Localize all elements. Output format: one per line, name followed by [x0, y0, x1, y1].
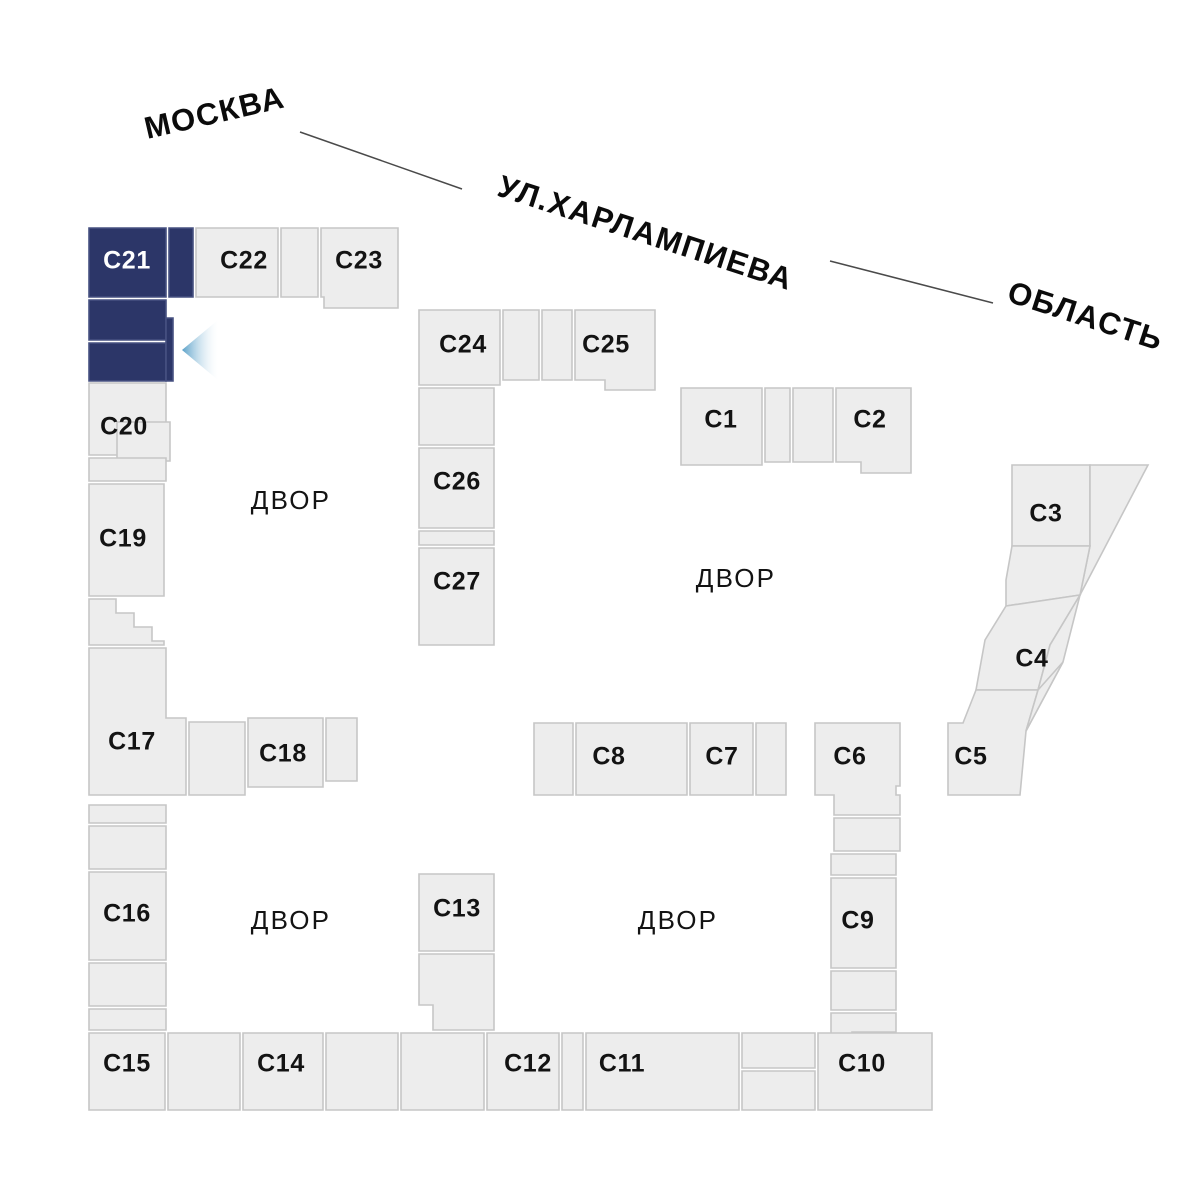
leader-right	[829, 260, 994, 304]
street-harlampieva-label: УЛ.ХАРЛАМПИЕВА	[494, 169, 798, 298]
building-c10-c[interactable]	[741, 1070, 816, 1111]
building-label-c16: C16	[103, 900, 151, 928]
building-c16-d[interactable]	[88, 962, 167, 1007]
building-c6[interactable]	[814, 722, 901, 816]
building-c27-b[interactable]	[418, 530, 495, 546]
yard-southwest-label: ДВОР	[251, 905, 331, 935]
building-c1-b[interactable]	[764, 387, 791, 463]
building-c10[interactable]	[817, 1032, 933, 1111]
building-c9-b[interactable]	[833, 817, 901, 852]
building-label-c18: C18	[259, 740, 307, 768]
building-c22-b[interactable]	[280, 227, 319, 298]
building-label-c23: C23	[335, 247, 383, 275]
yard-southeast-label: ДВОР	[638, 905, 718, 935]
building-c9-d[interactable]	[830, 970, 897, 1011]
building-c11-b[interactable]	[561, 1032, 584, 1111]
building-c16-e[interactable]	[88, 1008, 167, 1031]
building-c25[interactable]	[574, 309, 656, 391]
building-c9-c[interactable]	[830, 853, 897, 876]
building-label-c2: C2	[853, 406, 886, 434]
building-c26[interactable]	[418, 447, 495, 529]
building-c24-b[interactable]	[502, 309, 540, 381]
building-label-c3: C3	[1029, 500, 1062, 528]
building-label-c13: C13	[433, 895, 481, 923]
building-label-c7: C7	[705, 743, 738, 771]
building-label-c15: C15	[103, 1050, 151, 1078]
yard-northwest-label: ДВОР	[251, 485, 331, 515]
building-c1[interactable]	[680, 387, 763, 466]
building-c23[interactable]	[320, 227, 399, 309]
building-label-c8: C8	[592, 743, 625, 771]
building-c21-d[interactable]	[88, 342, 167, 382]
building-label-c9: C9	[841, 907, 874, 935]
building-c13[interactable]	[418, 873, 495, 952]
building-c7-b[interactable]	[755, 722, 787, 796]
building-label-c6: C6	[833, 743, 866, 771]
building-c8-b[interactable]	[533, 722, 574, 796]
building-c16-b[interactable]	[88, 804, 167, 824]
building-label-c10: C10	[838, 1050, 886, 1078]
buildings-group[interactable]	[88, 227, 1150, 1111]
building-c15-b[interactable]	[167, 1032, 241, 1111]
building-c1-c[interactable]	[792, 387, 834, 463]
building-label-c21: C21	[103, 247, 151, 275]
building-label-c19: C19	[99, 525, 147, 553]
building-label-c11: C11	[599, 1050, 645, 1078]
building-c16-c[interactable]	[88, 825, 167, 870]
building-c13-b[interactable]	[418, 953, 495, 1031]
building-c15[interactable]	[88, 1032, 166, 1111]
building-c24[interactable]	[418, 309, 501, 386]
building-c3-b[interactable]	[1079, 464, 1150, 596]
building-c21[interactable]	[88, 227, 167, 298]
building-c17[interactable]	[88, 647, 187, 796]
street-moskva-label: МОСКВА	[141, 80, 288, 146]
building-c12-b[interactable]	[400, 1032, 485, 1111]
building-c22[interactable]	[195, 227, 279, 298]
building-label-c12: C12	[504, 1050, 552, 1078]
building-label-c22: C22	[220, 247, 268, 275]
building-c18-b[interactable]	[325, 717, 358, 782]
building-label-c1: C1	[704, 406, 737, 434]
building-c21-e[interactable]	[165, 317, 174, 382]
building-c14[interactable]	[242, 1032, 324, 1111]
building-c26-b[interactable]	[418, 387, 495, 446]
building-c16[interactable]	[88, 871, 167, 961]
building-c2[interactable]	[835, 387, 912, 474]
building-c19[interactable]	[88, 483, 165, 597]
building-label-c25: C25	[582, 331, 630, 359]
building-c9[interactable]	[830, 877, 897, 969]
building-c17-b[interactable]	[188, 721, 246, 796]
building-c11[interactable]	[585, 1032, 740, 1111]
building-label-c27: C27	[433, 568, 481, 596]
selection-pointer-icon	[182, 320, 218, 380]
building-c20-b[interactable]	[116, 421, 171, 462]
building-label-c4: C4	[1015, 645, 1048, 673]
building-c18[interactable]	[247, 717, 324, 788]
building-label-c17: C17	[108, 728, 156, 756]
building-c14-b[interactable]	[325, 1032, 399, 1111]
building-c21-c[interactable]	[88, 299, 167, 341]
building-c21-b[interactable]	[168, 227, 194, 298]
building-c25-b[interactable]	[541, 309, 573, 381]
courtyard-labels-group: ДВОР ДВОР ДВОР ДВОР	[251, 485, 776, 935]
building-label-c26: C26	[433, 468, 481, 496]
building-c19-b[interactable]	[88, 598, 165, 646]
building-c10-b[interactable]	[741, 1032, 816, 1069]
building-c12[interactable]	[486, 1032, 560, 1111]
building-c20-c[interactable]	[88, 457, 167, 482]
yard-northeast-label: ДВОР	[696, 563, 776, 593]
leader-left	[299, 131, 463, 190]
building-label-c20: C20	[100, 413, 148, 441]
building-label-c24: C24	[439, 331, 487, 359]
street-oblast-label: ОБЛАСТЬ	[1003, 274, 1168, 357]
building-c27[interactable]	[418, 547, 495, 646]
building-label-c14: C14	[257, 1050, 305, 1078]
building-label-c5: C5	[954, 743, 987, 771]
leader-lines-group	[299, 131, 994, 304]
building-c7[interactable]	[689, 722, 754, 796]
building-c5-b[interactable]	[1025, 661, 1064, 732]
building-c8[interactable]	[575, 722, 688, 796]
